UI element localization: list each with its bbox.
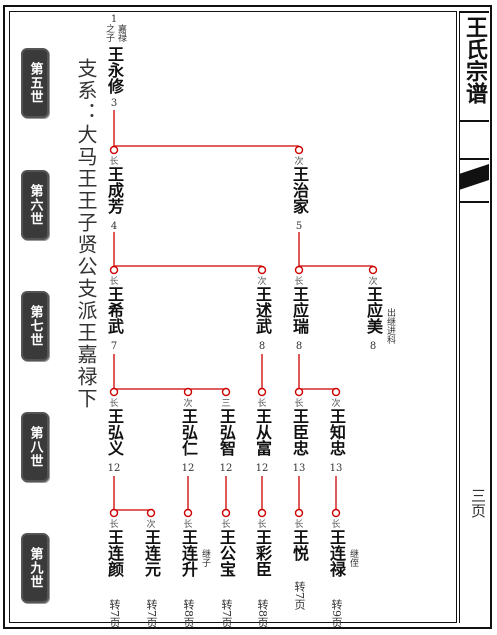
person-number-hongren: 12 [181,463,195,474]
person-order-liansheng: 长 [183,520,193,530]
person-order-congfu: 长 [257,399,267,409]
person-name-zhizhong: 王知忠 [327,408,346,456]
fold-mark-icon [459,158,489,203]
person-order-hongyi: 长 [109,399,119,409]
generation-label-6: 第六世 [21,170,49,240]
person-order-chenzhong: 长 [294,399,304,409]
person-transfer-gongbao: 转7页 [220,599,233,628]
title-rule-top [459,11,489,13]
person-name-lianyuan: 王连元 [142,529,161,577]
ancestor-note-relation: 之子 [104,24,114,42]
person-order-gongbao: 长 [221,520,231,530]
person-transfer-lianyan: 转7页 [108,599,121,628]
person-note-yingmei: 出继进科 [385,308,395,344]
person-order-yingrui: 长 [294,277,304,287]
person-transfer-caichen: 转8页 [256,599,269,628]
page-number: 三页 [469,488,487,518]
person-number-yingrui: 8 [295,341,303,352]
person-name-hongyi: 王弘义 [105,408,124,456]
generation-label-5: 第五世 [21,48,49,118]
person-order-xiwu: 长 [109,277,119,287]
person-number-hongyi: 12 [107,463,121,474]
person-name-yue: 王悦 [290,529,309,561]
ancestor-note-father: 嘉禄 [116,24,126,42]
person-transfer-liansheng: 转8页 [182,599,195,628]
person-name-chenzhong: 王臣忠 [290,408,309,456]
person-order-lianlu: 长 [331,520,341,530]
person-number-shuwu: 8 [258,341,266,352]
person-note-lianlu: 继侄 [348,549,358,567]
generation-label-8: 第八世 [21,412,49,482]
title-rule-bottom [459,120,489,122]
person-number-hongzhi: 12 [219,463,233,474]
person-number-xiwu: 7 [110,341,118,352]
person-transfer-lianlu: 转9页 [330,599,343,628]
person-number-zhizhong: 13 [329,463,343,474]
person-name-lianyan: 王连颜 [105,529,124,577]
page-frame [3,5,492,629]
person-order-shuwu: 次 [257,277,267,287]
person-name-hongzhi: 王弘智 [217,408,236,456]
person-number-congfu: 12 [255,463,269,474]
person-order-chengfang: 长 [109,157,119,167]
person-transfer-lianyuan: 转7页 [145,599,158,628]
person-order-lianyan: 长 [109,520,119,530]
person-name-gongbao: 王公宝 [217,529,236,577]
person-name-yongxiu: 王永修 [105,46,124,94]
person-number-chengfang: 4 [110,221,118,232]
book-title: 王氏宗谱 [462,16,488,104]
person-order-zhizhong: 次 [331,399,341,409]
person-number-yingmei: 8 [369,341,377,352]
genealogy-panel [9,11,457,623]
person-name-liansheng: 王连升 [179,529,198,577]
person-order-hongren: 次 [183,399,193,409]
ancestor-note-number: 1 [110,14,118,25]
title-column [459,11,489,623]
person-number-zhijia: 5 [295,221,303,232]
person-name-zhijia: 王治家 [290,166,309,214]
person-order-zhijia: 次 [294,157,304,167]
person-order-hongzhi: 三 [221,399,231,409]
person-note-liansheng: 继子 [200,549,210,567]
person-number-yongxiu: 3 [110,98,118,109]
person-name-caichen: 王彩臣 [253,529,272,577]
generation-label-7: 第七世 [21,291,49,361]
person-name-yingrui: 王应瑞 [290,286,309,334]
person-name-xiwu: 王希武 [105,286,124,334]
person-name-shuwu: 王述武 [253,286,272,334]
person-number-chenzhong: 13 [292,463,306,474]
person-order-lianyuan: 次 [146,520,156,530]
person-order-yue: 长 [294,520,304,530]
person-name-congfu: 王从富 [253,408,272,456]
person-transfer-yue: 转7页 [293,581,306,610]
person-order-yingmei: 次 [368,277,378,287]
branch-title: 支系：大马王王子贤公支派王嘉禄下 [74,58,98,410]
person-name-hongren: 王弘仁 [179,408,198,456]
person-name-yingmei: 王应美 [364,286,383,334]
person-name-chengfang: 王成芳 [105,166,124,214]
person-order-caichen: 长 [257,520,267,530]
person-name-lianlu: 王连禄 [327,529,346,577]
generation-label-9: 第九世 [21,533,49,603]
